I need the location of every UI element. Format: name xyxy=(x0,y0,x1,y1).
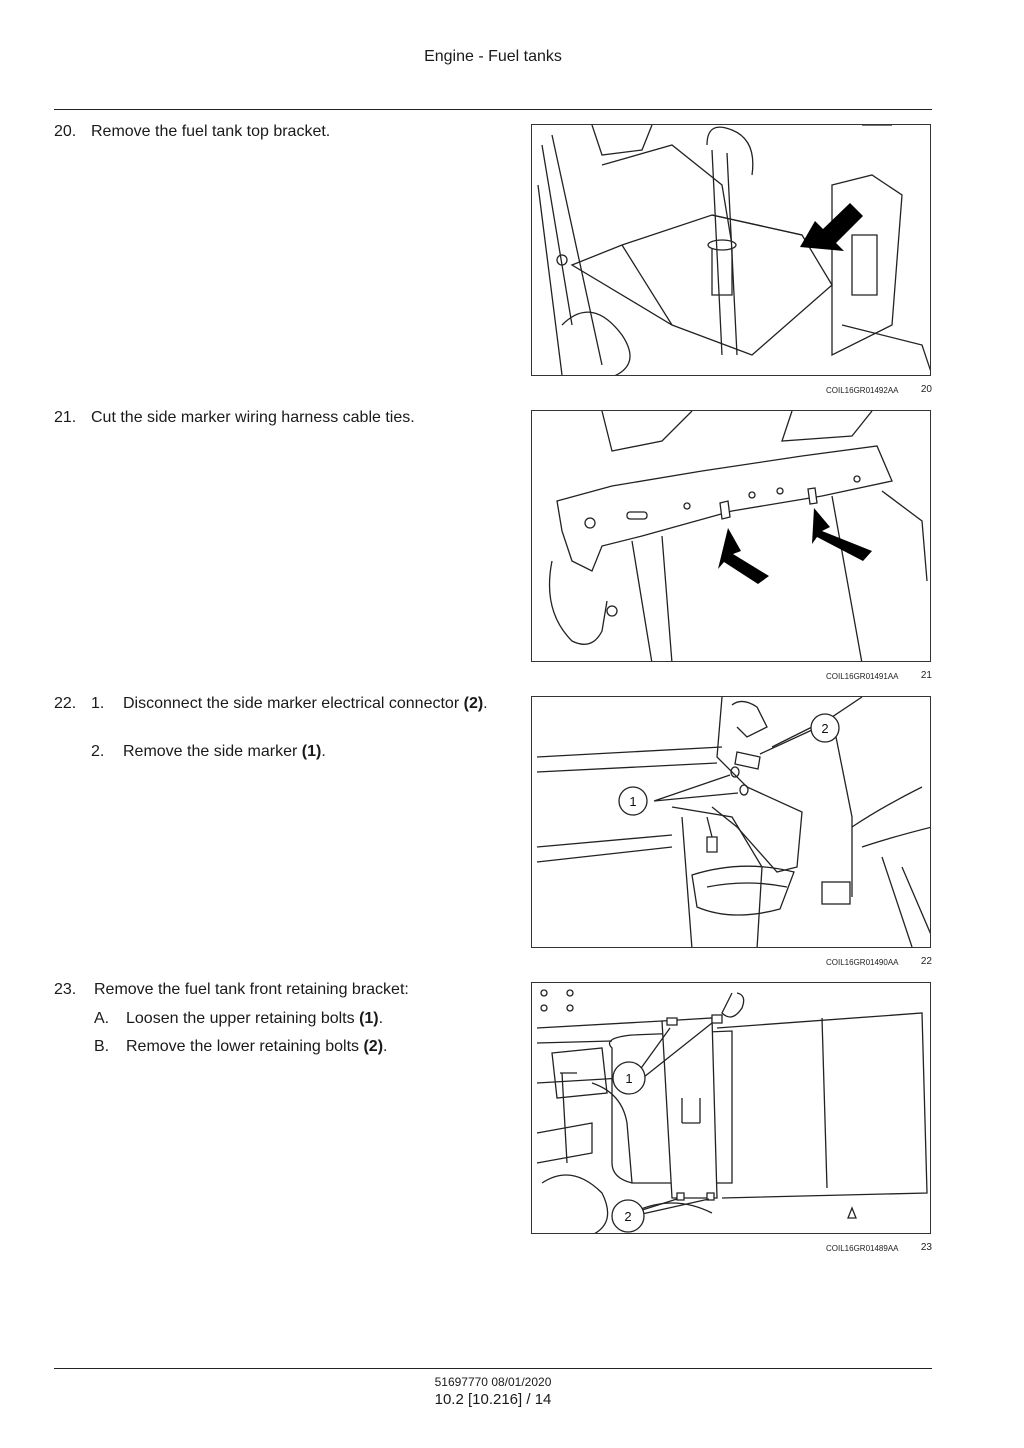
callout-1: 1 xyxy=(618,786,648,816)
substep-number: A. xyxy=(94,1010,110,1027)
callout-2: 2 xyxy=(810,713,840,743)
step-number: 23. xyxy=(54,981,77,998)
page-number: 10.2 [10.216] / 14 xyxy=(434,1391,552,1408)
step-number: 20. xyxy=(54,123,77,140)
figure-side-marker-cable-ties xyxy=(531,410,931,662)
figure-number: 22 xyxy=(920,956,932,967)
figure-side-marker-connector: 1 2 xyxy=(531,696,931,948)
callout-2-label: 2 xyxy=(821,721,828,736)
step-number: 21. xyxy=(54,409,77,426)
callout-1-label: 1 xyxy=(625,1071,632,1086)
figure-fuel-tank-top-bracket xyxy=(531,124,931,376)
callout-2: 2 xyxy=(611,1199,645,1233)
step-text: Remove the fuel tank top bracket. xyxy=(91,123,331,140)
page-title: Engine - Fuel tanks xyxy=(424,48,562,65)
step-text: Cut the side marker wiring harness cable… xyxy=(91,409,415,426)
figure-number: 23 xyxy=(920,1242,932,1253)
callout-ref: (2) xyxy=(363,1038,384,1055)
callout-ref: (1) xyxy=(359,1010,379,1027)
substep-text: Loosen the upper retaining bolts xyxy=(126,1010,355,1027)
substep-text: Remove the lower retaining bolts xyxy=(126,1038,360,1055)
callout-ref: (1) xyxy=(301,743,322,760)
footer-divider xyxy=(54,1368,932,1369)
callout-1-label: 1 xyxy=(629,794,636,809)
substep-end: . xyxy=(321,743,326,760)
figure-code: COIL16GR01492AA xyxy=(826,386,899,395)
document-code: 51697770 08/01/2020 xyxy=(434,1375,552,1389)
substep-end: . xyxy=(378,1010,384,1027)
substep-end: . xyxy=(383,1038,388,1055)
figure-number: 21 xyxy=(920,670,932,681)
figure-front-retaining-bracket: 1 2 xyxy=(531,982,931,1234)
step-text: Remove the fuel tank front retaining bra… xyxy=(94,981,409,998)
header-divider xyxy=(54,109,932,110)
substep-number: 1. xyxy=(91,695,105,712)
step-number: 22. xyxy=(54,695,77,712)
callout-2-label: 2 xyxy=(624,1209,631,1224)
substep-number: B. xyxy=(94,1038,110,1055)
callout-ref: (2) xyxy=(463,695,484,712)
figure-code: COIL16GR01489AA xyxy=(826,1244,899,1253)
figure-number: 20 xyxy=(920,384,932,395)
figure-code: COIL16GR01490AA xyxy=(826,958,899,967)
callout-1: 1 xyxy=(612,1061,646,1095)
substep-end: . xyxy=(483,695,488,712)
substep-text: Disconnect the side marker electrical co… xyxy=(123,695,460,712)
substep-text: Remove the side marker xyxy=(123,743,298,760)
figure-code: COIL16GR01491AA xyxy=(826,672,899,681)
substep-number: 2. xyxy=(91,743,105,760)
